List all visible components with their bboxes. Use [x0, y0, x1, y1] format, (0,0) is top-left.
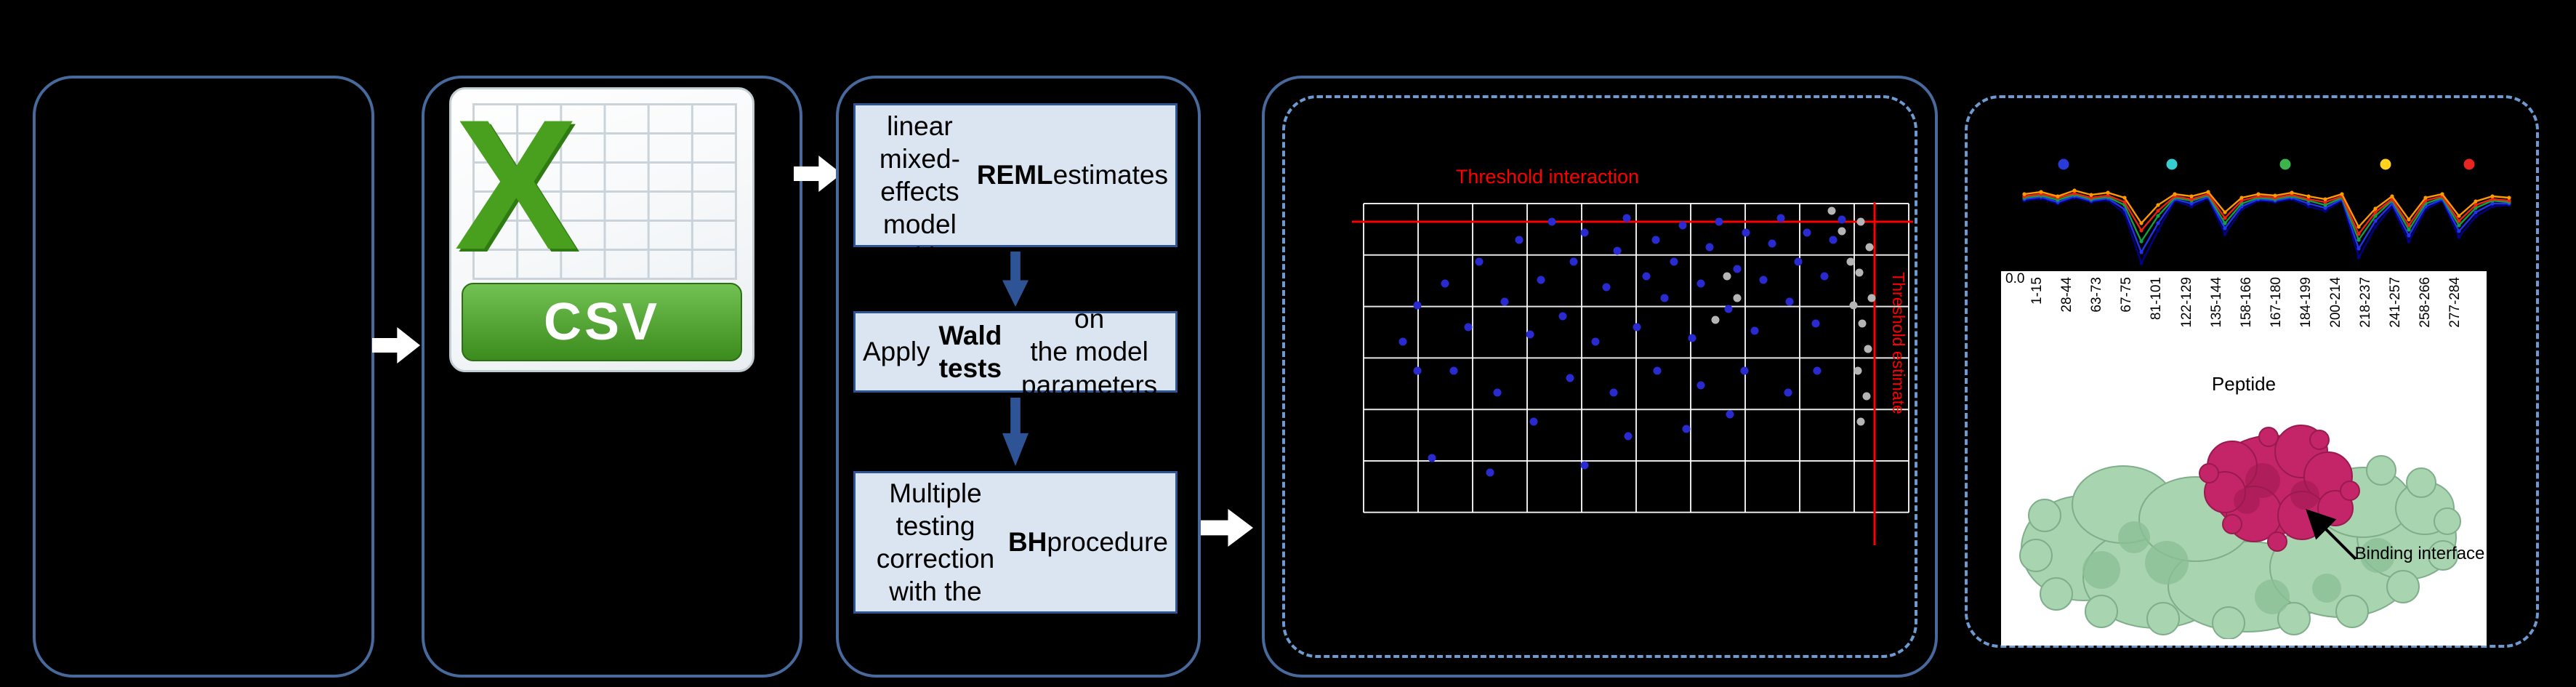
excel-x-letter: X: [454, 87, 579, 289]
peptide-tick-label: 277-284: [2447, 277, 2463, 328]
peptide-tick-label: 135-144: [2208, 277, 2224, 328]
peptide-tick-label: 184-199: [2298, 277, 2314, 328]
csv-file-icon: X CSV: [449, 87, 754, 372]
panel-results: [1262, 76, 1938, 678]
step-bh-box: Multiple testing correction with the BH …: [853, 471, 1178, 614]
annotation-arrow: [2306, 509, 2357, 561]
flow-arrow-right-icon: [372, 327, 420, 363]
peptide-tick-label: 241-257: [2388, 277, 2404, 328]
peptide-tick-label: 81-101: [2149, 277, 2165, 321]
panel-input: [33, 76, 374, 678]
csv-page: X CSV: [449, 87, 754, 372]
peptide-tick-label: 218-237: [2358, 277, 2374, 328]
binding-interface-shading: [2234, 463, 2319, 514]
protein-shading: [2082, 521, 2395, 614]
flow-arrow-right-icon: [1201, 509, 1253, 547]
protein-structure-image: [2019, 425, 2461, 639]
panel-interpretation: [1965, 95, 2539, 648]
step-wald-box: Apply Wald tests on the model parameters: [853, 304, 1178, 400]
deuterium-uptake-plot: [2022, 158, 2511, 266]
csv-banner-label: CSV: [543, 293, 661, 352]
binding-interface-label: Binding interface: [2354, 544, 2485, 563]
peptide-axis-panel: 0.0 1-15 28-44 63-73 67-75 81-101 122-129 135-…: [2001, 271, 2487, 646]
peptide-tick-label: 122-129: [2178, 277, 2194, 328]
results-dashed-frame: [1282, 95, 1917, 658]
peptide-tick-label: 63-73: [2089, 277, 2105, 313]
x-axis-title: Peptide: [2211, 373, 2277, 395]
csv-banner: CSV: [462, 283, 742, 362]
peptide-tick-label: 167-180: [2268, 277, 2284, 328]
spreadsheet-grid: [472, 103, 738, 280]
peptide-tick-label: 67-75: [2119, 277, 2135, 313]
y-axis-tick-label: 0.0: [2005, 271, 2025, 286]
peptide-tick-label: 158-166: [2238, 277, 2254, 328]
svg-text:Threshold estimate: Threshold estimate: [1889, 272, 1908, 414]
peptide-tick-label: 258-266: [2418, 277, 2434, 328]
step-reml-box: Fit a linear mixed- effects model with R…: [853, 79, 1178, 272]
peptide-tick-label: 28-44: [2059, 277, 2075, 313]
peptide-tick-label: 200-214: [2328, 277, 2343, 328]
peptide-tick-label: 1-15: [2029, 277, 2045, 305]
svg-text:Threshold interaction: Threshold interaction: [1456, 166, 1639, 188]
